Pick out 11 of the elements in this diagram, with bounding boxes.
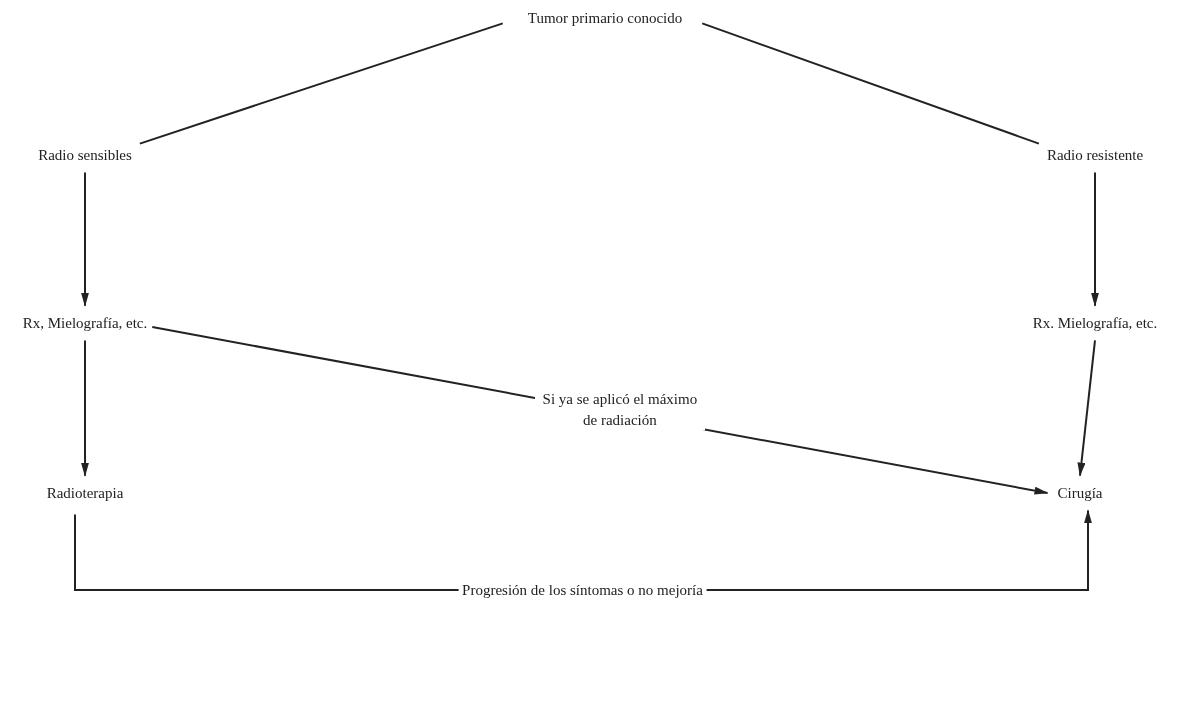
- arrow: [81, 339, 89, 477]
- flow-step-text: Radio resistente: [1046, 145, 1144, 165]
- arrow: [1091, 171, 1099, 307]
- flow-step-text: Rx, Mielografía, etc.: [22, 313, 148, 333]
- flow-step-text: Rx. Mielografía, etc.: [1032, 313, 1158, 333]
- flow-step-text: Tumor primario conocido: [527, 8, 683, 28]
- flow-step-text: Cirugía: [1057, 483, 1103, 503]
- arrow: [81, 171, 89, 307]
- flow-step-text: Radioterapia: [46, 483, 124, 503]
- arrow: [1077, 339, 1096, 477]
- flow-step-text: Radio sensibles: [38, 145, 132, 165]
